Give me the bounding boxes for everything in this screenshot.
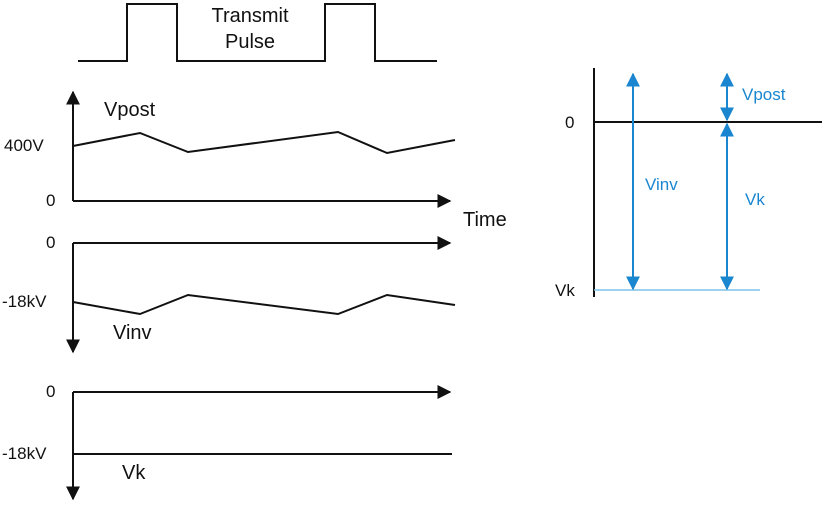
vinv-waveform bbox=[72, 293, 456, 316]
transmit-pulse-label-line2: Pulse bbox=[225, 31, 275, 53]
vpost-waveform bbox=[72, 130, 456, 155]
vinv-signal-label: Vinv bbox=[113, 322, 152, 344]
vk-arrow-label: Vk bbox=[745, 190, 765, 209]
potential-vk-level-label: Vk bbox=[555, 281, 575, 300]
vpost-plot: Vpost 400V 0 Time bbox=[4, 90, 507, 231]
vk-tick-zero: 0 bbox=[46, 382, 55, 401]
vpost-tick-zero: 0 bbox=[46, 191, 55, 210]
vpost-signal-label: Vpost bbox=[104, 99, 156, 121]
potential-zero-label: 0 bbox=[565, 113, 574, 132]
vpost-arrow-label: Vpost bbox=[742, 85, 786, 104]
vk-signal-label: Vk bbox=[122, 462, 146, 484]
vk-tick-low: -18kV bbox=[2, 444, 47, 463]
vinv-tick-zero: 0 bbox=[46, 233, 55, 252]
vk-plot: 0 -18kV Vk bbox=[2, 382, 452, 501]
transmit-pulse-panel: Transmit Pulse bbox=[78, 3, 437, 62]
transmit-pulse-label-line1: Transmit bbox=[211, 5, 288, 27]
vinv-arrow-label: Vinv bbox=[645, 175, 678, 194]
vpost-tick-high: 400V bbox=[4, 136, 44, 155]
time-axis-label: Time bbox=[463, 209, 507, 231]
transmit-pulse-waveform bbox=[78, 3, 437, 62]
vinv-plot: 0 -18kV Vinv bbox=[2, 233, 456, 354]
potential-diagram: 0 Vk Vinv Vpost Vk bbox=[555, 68, 822, 300]
vinv-tick-low: -18kV bbox=[2, 292, 47, 311]
